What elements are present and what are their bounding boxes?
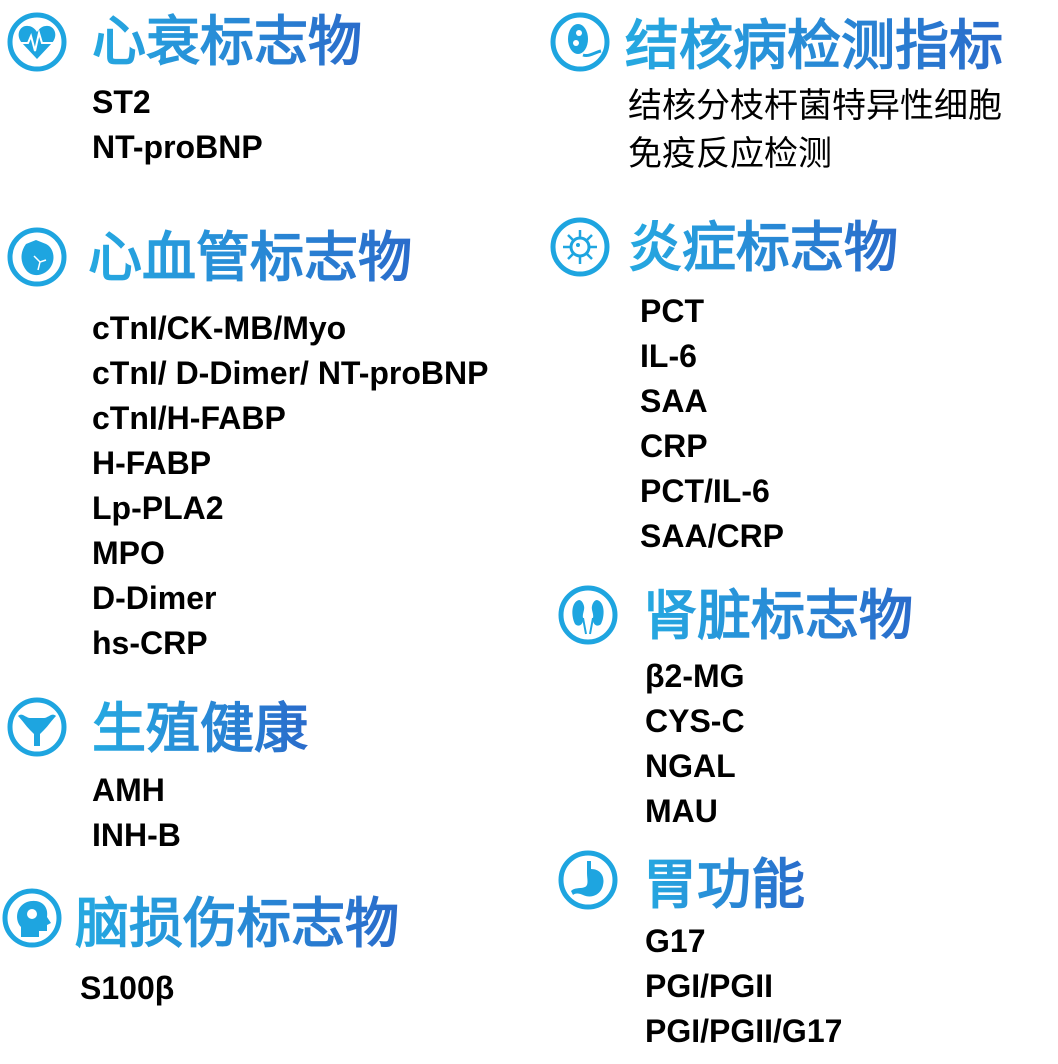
heart-failure-list: ST2 NT-proBNP bbox=[92, 80, 263, 170]
cardiovascular-list: cTnI/CK-MB/Myo cTnI/ D-Dimer/ NT-proBNP … bbox=[92, 306, 488, 666]
list-item: G17 bbox=[645, 923, 706, 959]
list-item: AMH bbox=[92, 772, 165, 808]
head-brain-icon bbox=[2, 888, 62, 948]
list-item: cTnI/H-FABP bbox=[92, 400, 286, 436]
list-item: S100β bbox=[80, 970, 175, 1006]
list-item: Lp-PLA2 bbox=[92, 490, 224, 526]
list-item: 免疫反应检测 bbox=[628, 135, 832, 173]
inflammation-list: PCT IL-6 SAA CRP PCT/IL-6 SAA/CRP bbox=[640, 289, 784, 559]
list-item: cTnI/CK-MB/Myo bbox=[92, 310, 347, 346]
list-item: MAU bbox=[645, 793, 718, 829]
bacteria-icon bbox=[550, 12, 610, 72]
list-item: NT-proBNP bbox=[92, 129, 263, 165]
list-item: NGAL bbox=[645, 748, 736, 784]
virus-icon bbox=[550, 217, 610, 277]
heading-inflammation: 炎症标志物 bbox=[628, 218, 898, 278]
list-item: D-Dimer bbox=[92, 580, 217, 616]
heading-heart-failure: 心衰标志物 bbox=[92, 12, 362, 72]
list-item: SAA/CRP bbox=[640, 518, 785, 554]
kidney-list: β2-MG CYS-C NGAL MAU bbox=[645, 654, 745, 834]
tuberculosis-list: 结核分枝杆菌特异性细胞 免疫反应检测 bbox=[628, 82, 1002, 178]
kidneys-icon bbox=[558, 585, 618, 645]
list-item: PCT/IL-6 bbox=[640, 473, 770, 509]
list-item: CYS-C bbox=[645, 703, 745, 739]
list-item: 结核分枝杆菌特异性细胞 bbox=[628, 87, 1002, 125]
list-item: MPO bbox=[92, 535, 165, 571]
stomach-list: G17 PGI/PGII PGI/PGII/G17 bbox=[645, 919, 842, 1054]
heart-pulse-icon bbox=[7, 12, 67, 72]
brain-injury-list: S100β bbox=[80, 966, 174, 1011]
anatomical-heart-icon bbox=[7, 227, 67, 287]
reproductive-list: AMH INH-B bbox=[92, 768, 181, 858]
list-item: β2-MG bbox=[645, 658, 745, 694]
list-item: SAA bbox=[640, 383, 708, 419]
stomach-icon bbox=[558, 850, 618, 910]
heading-tuberculosis: 结核病检测指标 bbox=[625, 16, 1003, 76]
heading-stomach: 胃功能 bbox=[643, 855, 805, 915]
heading-cardiovascular: 心血管标志物 bbox=[88, 228, 412, 288]
list-item: ST2 bbox=[92, 84, 151, 120]
list-item: CRP bbox=[640, 428, 708, 464]
list-item: PCT bbox=[640, 293, 704, 329]
heading-brain-injury: 脑损伤标志物 bbox=[75, 894, 399, 954]
list-item: INH-B bbox=[92, 817, 181, 853]
list-item: H-FABP bbox=[92, 445, 212, 481]
list-item: PGI/PGII bbox=[645, 968, 774, 1004]
heading-kidney: 肾脏标志物 bbox=[643, 586, 913, 646]
list-item: IL-6 bbox=[640, 338, 697, 374]
uterus-icon bbox=[7, 697, 67, 757]
heading-reproductive: 生殖健康 bbox=[92, 699, 308, 759]
list-item: PGI/PGII/G17 bbox=[645, 1013, 843, 1049]
list-item: hs-CRP bbox=[92, 625, 208, 661]
list-item: cTnI/ D-Dimer/ NT-proBNP bbox=[92, 355, 489, 391]
